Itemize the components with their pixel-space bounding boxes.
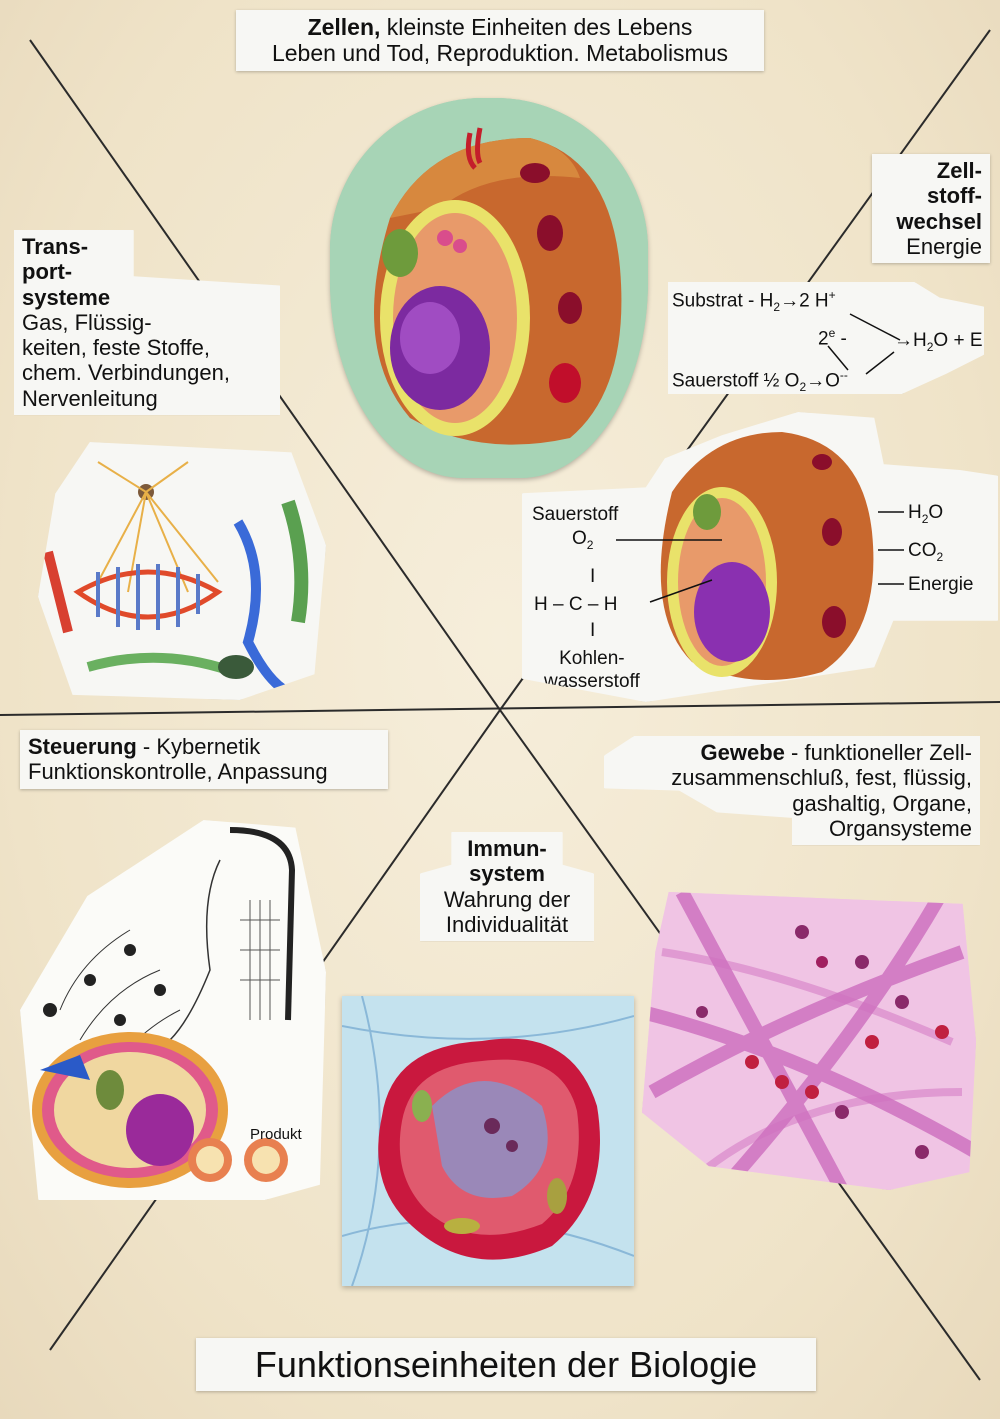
oxide-charge: --: [839, 368, 848, 382]
poster-title: Funktionseinheiten der Biologie: [196, 1338, 816, 1392]
bar-top-text: I: [590, 566, 596, 587]
cell-section-line1: kleinste Einheiten des Lebens: [380, 14, 693, 40]
immune-illustration: [342, 996, 634, 1286]
poster-title-text: Funktionseinheiten der Biologie: [254, 1344, 758, 1385]
hydrogen-split-text: →2 H: [780, 290, 829, 312]
oxide-arrow: →O: [806, 370, 840, 392]
output-energy: Energie: [908, 574, 974, 597]
immune-drawing: [342, 996, 634, 1286]
product-label-text: Produkt: [250, 1126, 302, 1143]
water-arrow: →H: [894, 330, 927, 351]
electron-dash: -: [835, 328, 847, 350]
metabolism-heading-1: Zell-: [936, 158, 982, 183]
control-label: Steuerung - Kybernetik Funktionskontroll…: [20, 730, 388, 789]
tissue-rest: - funktioneller Zell-: [784, 740, 972, 765]
transport-line-3: chem. Verbindungen,: [22, 360, 230, 386]
oxygen-text: Sauerstoff ½ O: [672, 370, 800, 392]
hydrocarbon-bar-top: I: [590, 566, 595, 589]
transport-line-4: Nervenleitung: [22, 385, 158, 411]
co2-text: CO: [908, 540, 937, 561]
o2-text: O: [572, 528, 587, 549]
proton-charge: +: [828, 288, 836, 302]
tissue-drawing: [642, 892, 976, 1190]
hydrocarbon-line-1: Kohlen-: [559, 648, 625, 669]
cell-drawing: [330, 98, 648, 478]
tissue-illustration: [642, 892, 976, 1190]
control-rest: - Kybernetik: [136, 734, 261, 759]
control-drawing: [32, 827, 296, 1188]
electron-count: 2: [818, 328, 829, 350]
bar-bottom-text: I: [590, 620, 596, 641]
tissue-line-4: Organsysteme: [828, 815, 972, 841]
metabolism-arrows: [827, 313, 901, 375]
substrate-subscript: 2: [773, 300, 781, 315]
transport-heading-1: Trans-: [22, 234, 89, 259]
respiration-o2: O2: [572, 528, 593, 552]
tissue-line-3: gashaltig, Organe,: [792, 790, 972, 816]
hydrocarbon-line-2: wasserstoff: [544, 670, 640, 692]
respiration-cell-drawing: [616, 432, 904, 680]
cell-section-heading: Zellen,: [307, 14, 381, 40]
transport-line-2: keiten, feste Stoffe,: [22, 335, 210, 361]
cell-section-label: Zellen, kleinste Einheiten des Lebens Le…: [236, 10, 764, 71]
oxygen-label-text: Sauerstoff: [532, 504, 619, 525]
output-water: H2O: [908, 502, 943, 526]
transport-line-1: Gas, Flüssig-: [22, 309, 152, 335]
water-product: →H2O + E: [894, 330, 983, 354]
oxygen-subscript: 2: [799, 380, 807, 395]
respiration-oxygen-label: Sauerstoff: [532, 504, 618, 527]
hch-text: H – C – H: [534, 594, 618, 615]
o2-subscript: 2: [586, 537, 594, 552]
metabolism-heading-3: wechsel: [896, 208, 982, 234]
transport-drawing: [43, 461, 309, 697]
control-line-2: Funktionskontrolle, Anpassung: [28, 759, 328, 785]
substrate-text: Substrat - H: [672, 290, 774, 312]
oxygen-equation: Sauerstoff ½ O2→O--: [672, 368, 848, 395]
immune-line-2: Individualität: [445, 911, 569, 937]
transport-illustration: [38, 442, 326, 700]
cell-illustration: [330, 98, 648, 478]
immune-heading-1: Immun-: [467, 836, 547, 861]
water-h: H: [908, 502, 922, 523]
energy-text: Energie: [908, 574, 974, 595]
product-label: Produkt: [250, 1126, 302, 1144]
water-subscript: 2: [926, 339, 934, 354]
hydrocarbon-bar-bottom: I: [590, 620, 595, 643]
immune-line-1: Wahrung der: [443, 886, 571, 912]
electron-transfer: 2e -: [818, 326, 847, 351]
tissue-heading: Gewebe: [700, 740, 785, 765]
metabolism-subheading: Energie: [906, 233, 982, 259]
water-sub: 2: [921, 511, 929, 526]
output-co2: CO2: [908, 540, 943, 564]
control-heading: Steuerung: [28, 734, 137, 759]
substrate-equation: Substrat - H2→2 H+: [672, 288, 836, 315]
metabolism-heading-2: stoff-: [927, 183, 982, 209]
control-illustration: Produkt: [20, 820, 326, 1200]
transport-heading-3: systeme: [22, 284, 111, 310]
hydrocarbon-formula: H – C – H: [534, 594, 617, 617]
metabolism-label: Zell- stoff- wechsel Energie: [872, 154, 990, 264]
immune-heading-2: system: [469, 861, 545, 887]
hydrocarbon-label: Kohlen- wasserstoff: [544, 648, 640, 694]
water-energy: O + E: [933, 330, 983, 351]
electron-symbol: e: [828, 326, 836, 340]
metabolism-equation-box: Substrat - H2→2 H+ 2e - →H2O + E Sauerst…: [668, 282, 984, 394]
cell-section-line2: Leben und Tod, Reproduktion. Metabolismu…: [271, 40, 729, 67]
tissue-line-2: zusammenschluß, fest, flüssig,: [671, 765, 972, 791]
transport-heading-2: port-: [22, 259, 73, 285]
water-o: O: [928, 502, 944, 523]
co2-sub: 2: [936, 549, 944, 564]
